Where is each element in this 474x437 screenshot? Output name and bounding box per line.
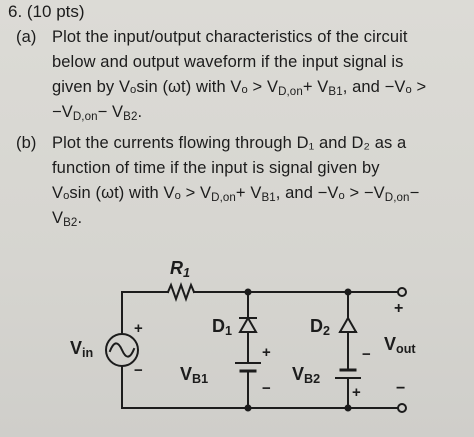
junction-dot-3: [244, 404, 252, 412]
part-a-line-1: Plot the input/output characteristics of…: [52, 28, 408, 46]
question-number: 6. (10 pts): [8, 2, 85, 21]
vout-plus: +: [394, 300, 404, 317]
d1-label: D1: [212, 316, 233, 338]
vin-label: Vin: [70, 338, 94, 360]
vout-label: Vout: [384, 334, 416, 356]
r1-label: R1: [170, 258, 191, 280]
junction-dot-1: [244, 288, 252, 296]
resistor-r1-symbol: [166, 282, 196, 302]
part-b-line-3: Vₒsin (ωt) with Vₒ > VD,on+ VB1, and −Vₒ…: [52, 184, 420, 204]
vb2-label: VB2: [292, 364, 321, 386]
vin-minus: −: [134, 362, 143, 379]
terminal-out-top: [397, 287, 407, 297]
part-b-label: (b): [16, 134, 37, 152]
diode-d2-triangle: [338, 315, 358, 333]
vout-minus: −: [396, 380, 406, 397]
part-a-line-3: given by Vₒsin (ωt) with Vₒ > VD,on+ VB1…: [52, 78, 427, 98]
part-a-line-4: −VD,on− VB2.: [52, 103, 143, 123]
sine-icon: [108, 342, 136, 358]
vb2-minus: −: [362, 346, 371, 363]
source-vin-circle: [105, 333, 139, 367]
junction-dot-4: [344, 404, 352, 412]
terminal-out-bottom: [397, 403, 407, 413]
vb1-plus: +: [262, 344, 271, 361]
part-b-line-2: function of time if the input is signal …: [52, 159, 380, 177]
part-b-line-1: Plot the currents flowing through D₁ and…: [52, 134, 407, 152]
part-a-label: (a): [16, 28, 37, 46]
vb2-plus: +: [352, 384, 361, 401]
diode-d1-triangle: [238, 315, 258, 333]
part-a-line-2: below and output waveform if the input s…: [52, 53, 404, 71]
vin-plus: +: [134, 320, 143, 337]
vb1-minus: −: [262, 380, 271, 397]
vb1-label: VB1: [180, 364, 209, 386]
junction-dot-2: [344, 288, 352, 296]
d2-label: D2: [310, 316, 331, 338]
part-b-line-4: VB2.: [52, 209, 83, 229]
